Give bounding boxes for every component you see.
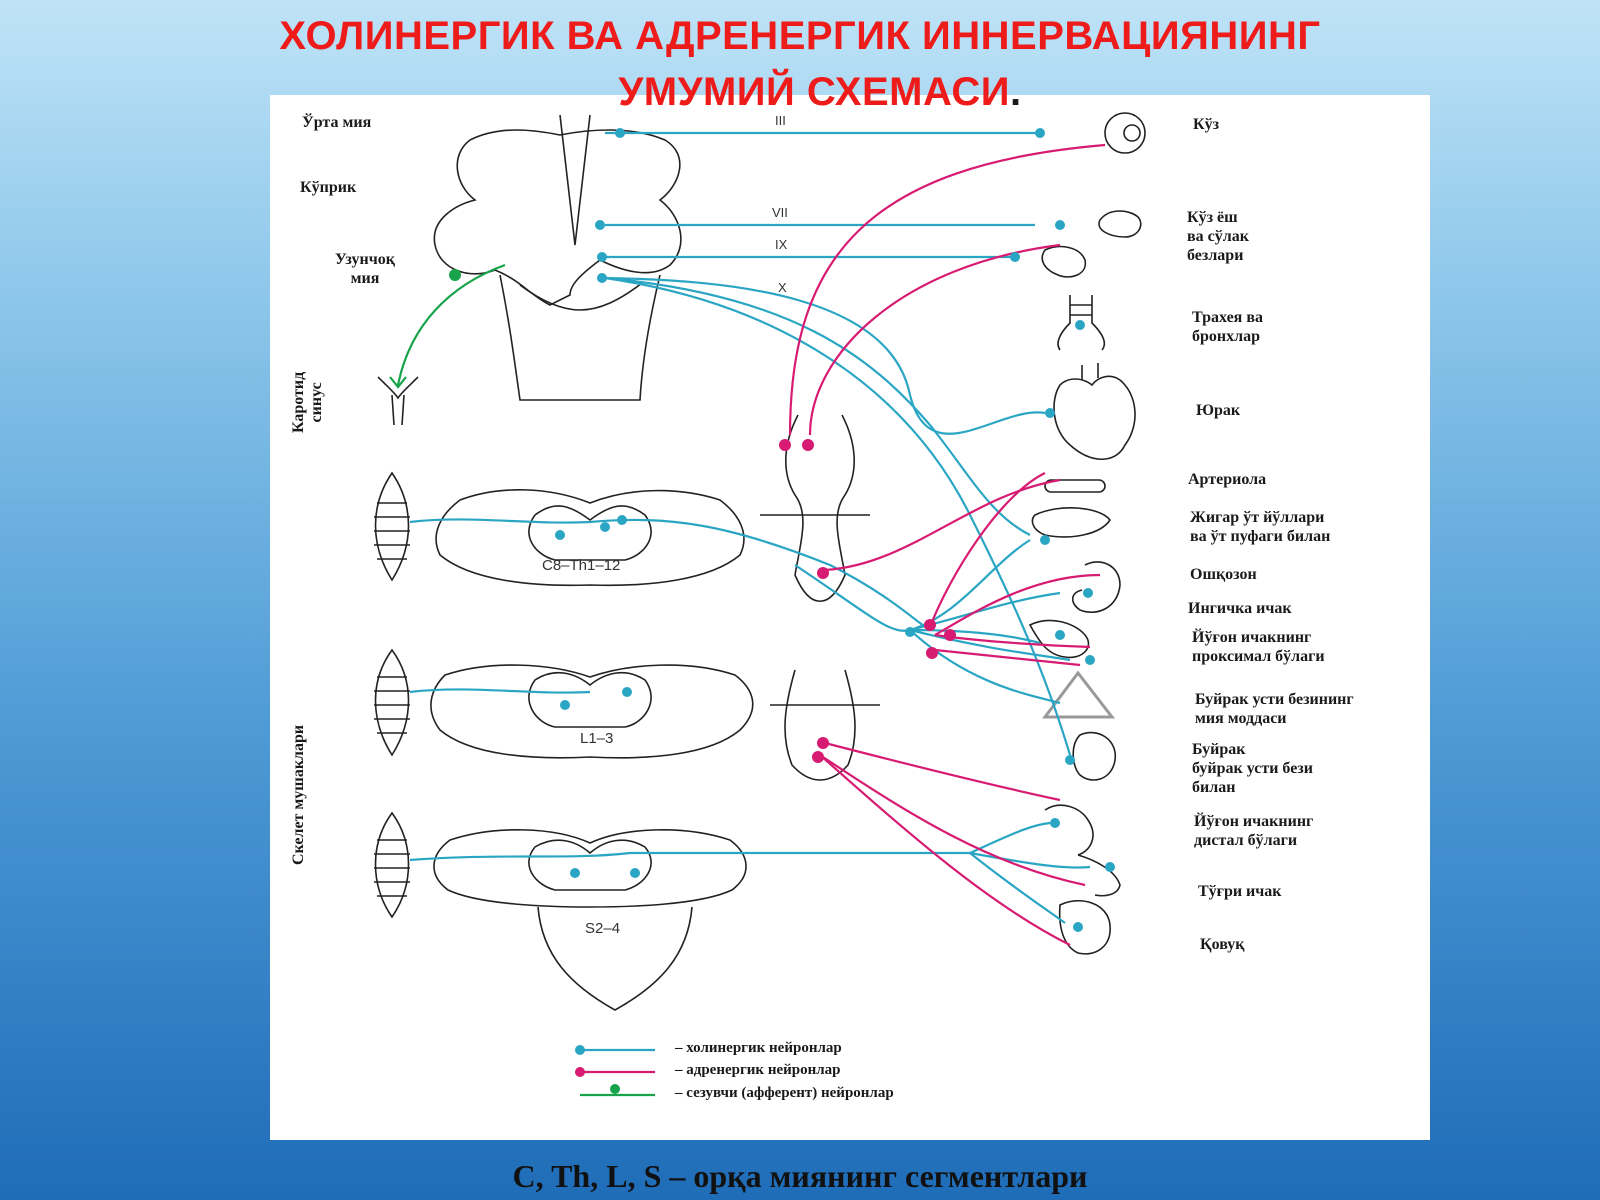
legend-adrenergic: – адренергик нейронлар <box>675 1062 841 1078</box>
nerve-label-ix: IX <box>775 237 788 252</box>
spinal-section-thoracic <box>435 489 745 587</box>
innervation-diagram <box>374 112 1146 1097</box>
segment-label-lumbar: L1–3 <box>580 730 614 747</box>
slide-title: ХОЛИНЕРГИК ВА АДРЕНЕРГИК ИННЕРВАЦИЯНИНГ … <box>0 8 1600 120</box>
organ-label-liver: Жигар ўт йўллари ва ўт пуфаги билан <box>1190 509 1331 545</box>
label-carotid-sinus-text: Каротид синус <box>290 371 325 433</box>
nerve-label-x: X <box>778 280 787 295</box>
stomach-shape <box>1071 561 1121 613</box>
arteriole-shape <box>1044 479 1106 493</box>
adrenal-medulla-shape <box>1042 670 1116 719</box>
title-period: . <box>1009 70 1022 114</box>
liver-shape <box>1031 507 1111 538</box>
afferent-fiber <box>389 263 506 389</box>
organ-label-kidney: Буйрак буйрак усти бези билан <box>1192 741 1313 796</box>
brainstem-lower <box>499 274 661 401</box>
skeletal-muscle-1 <box>374 471 410 582</box>
organ-label-stomach: Ошқозон <box>1190 566 1257 583</box>
nerve-label-iii: III <box>775 113 786 128</box>
spinal-section-sacral <box>433 828 747 1011</box>
organ-label-proximal-colon: Йўғон ичакнинг проксимал бўлаги <box>1192 629 1325 665</box>
footnote: C, Th, L, S – орқа миянинг сегментлари <box>512 1158 1088 1194</box>
legend-cholinergic: – холинергик нейронлар <box>675 1040 842 1056</box>
organ-label-bladder: Қовуқ <box>1200 936 1245 953</box>
organ-label-arteriole: Артериола <box>1188 471 1267 488</box>
segment-label-sacral: S2–4 <box>585 920 621 937</box>
kidney-shape <box>1072 731 1116 781</box>
small-intestine-shape <box>1028 619 1090 659</box>
distal-colon-shape <box>1044 804 1094 856</box>
organ-label-eye: Кўз <box>1193 116 1220 133</box>
title-line-2: УМУМИЙ СХЕМАСИ <box>618 70 1010 114</box>
label-carotid-sinus: Каротид синус <box>290 372 326 433</box>
skeletal-muscle-2 <box>374 648 410 757</box>
spinal-section-lumbar <box>430 664 754 759</box>
carotid-sinus-shape <box>377 376 419 426</box>
sympathetic-ganglion-upper <box>785 414 855 603</box>
legend-symbols <box>575 1045 655 1097</box>
nerve-label-vii: VII <box>772 205 788 220</box>
trachea-shape <box>1057 295 1106 351</box>
heart-shape <box>1053 363 1136 460</box>
label-skeletal-muscles: Скелет мушаклари <box>290 724 307 865</box>
title-line-1: ХОЛИНЕРГИК ВА АДРЕНЕРГИК ИННЕРВАЦИЯНИНГ <box>279 14 1321 58</box>
bladder-shape <box>1058 900 1111 955</box>
eye-shape <box>1104 112 1146 154</box>
neuron-bodies <box>449 128 1115 932</box>
segment-label-thoracic: C8–Th1–12 <box>542 557 621 574</box>
salivary-gland-shape <box>1041 245 1086 278</box>
organ-label-adrenal-medulla: Буйрак усти безининг мия моддаси <box>1195 691 1354 727</box>
label-medulla: Узунчоқ мия <box>335 251 395 287</box>
organ-label-small-intestine: Ингичка ичак <box>1188 600 1292 617</box>
organ-label-trachea-bronchi: Трахея ва бронхлар <box>1192 309 1263 345</box>
label-midbrain: Ўрта мия <box>302 114 372 131</box>
organ-label-heart: Юрак <box>1196 402 1241 419</box>
lacrimal-gland-shape <box>1098 210 1142 238</box>
organ-label-rectum: Тўғри ичак <box>1198 883 1282 900</box>
label-pons: Кўприк <box>300 179 357 196</box>
organ-label-distal-colon: Йўғон ичакнинг дистал бўлаги <box>1194 813 1314 849</box>
cholinergic-fibers <box>409 131 1091 924</box>
rectum-shape <box>1077 854 1121 897</box>
sympathetic-ganglion-lower <box>784 669 856 781</box>
legend-afferent: – сезувчи (афферент) нейронлар <box>675 1085 894 1101</box>
skeletal-muscle-3 <box>374 811 410 919</box>
adrenergic-fibers <box>788 143 1106 946</box>
organ-label-lacrimal-salivary: Кўз ёш ва сўлак безлари <box>1187 209 1249 264</box>
diagram-panel: Ўрта мия Кўприк Узунчоқ мия Каротид сину… <box>270 95 1430 1140</box>
